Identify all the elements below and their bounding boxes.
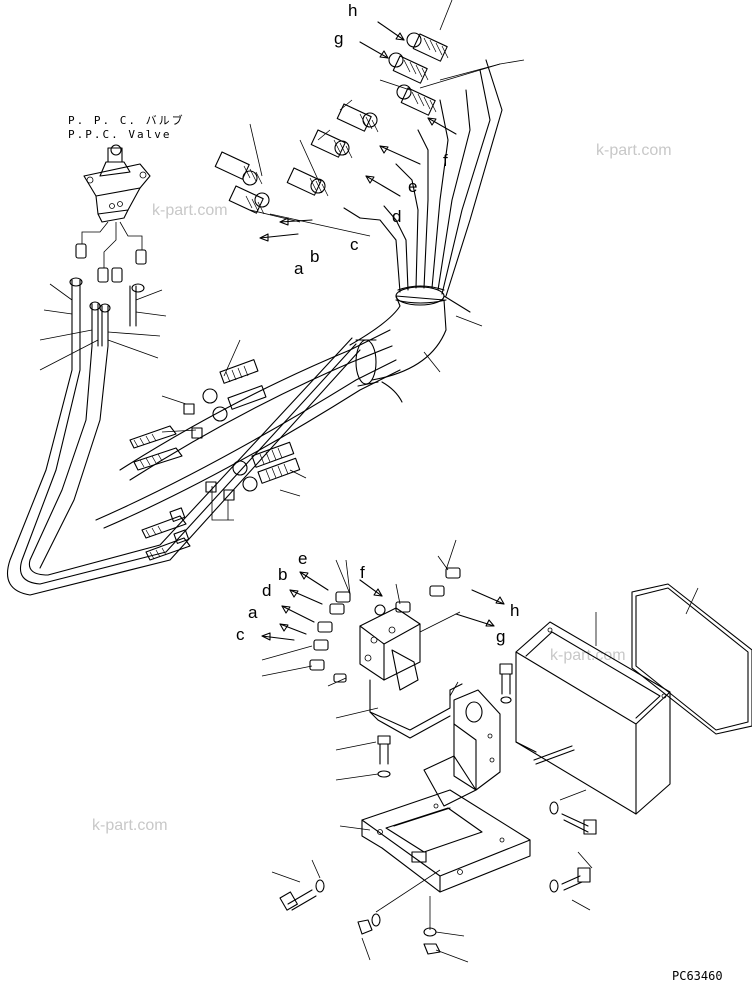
label-g-upper: g xyxy=(334,29,343,48)
bolt-lower-left xyxy=(271,859,325,911)
ppc-hose-bundle-left xyxy=(6,309,361,596)
bolt-washer-mid xyxy=(335,735,391,781)
main-hose-harness xyxy=(95,329,401,529)
watermark-mid-right: k-part.com xyxy=(550,647,626,664)
label-h-lower: h xyxy=(510,601,519,620)
label-d-lower: d xyxy=(262,581,271,600)
label-f-lower: f xyxy=(360,563,365,582)
upper-direction-arrows xyxy=(259,21,457,242)
valve-elbow-fittings xyxy=(75,243,147,283)
drawing-code: PC63460 xyxy=(672,969,723,983)
ppc-valve-label-en: P.P.C. Valve xyxy=(68,128,171,141)
label-b-lower: b xyxy=(278,565,287,584)
bolt-box-top xyxy=(499,663,513,704)
cover-panel xyxy=(631,583,752,735)
ppc-valve xyxy=(83,144,151,223)
valve-block xyxy=(359,607,421,691)
block-fittings xyxy=(309,567,461,683)
label-a-upper: a xyxy=(294,259,304,278)
upper-hose-bundle xyxy=(359,59,503,297)
watermark-top-left: k-part.com xyxy=(152,202,228,219)
label-a-lower: a xyxy=(248,603,258,622)
mounting-bracket xyxy=(335,679,463,739)
middle-hose-fittings xyxy=(129,359,301,561)
label-c-lower: c xyxy=(236,625,245,644)
upper-hose-end-fittings xyxy=(214,32,449,215)
bottom-nuts-washers xyxy=(357,869,469,963)
label-b-upper: b xyxy=(310,247,319,266)
bolts-right xyxy=(549,789,597,911)
electrical-box xyxy=(515,612,671,815)
watermark-top-right: k-part.com xyxy=(596,142,672,159)
label-g-lower: g xyxy=(496,627,505,646)
upright-plate xyxy=(423,681,501,807)
watermark-bottom-left: k-part.com xyxy=(92,817,168,834)
label-e-lower: e xyxy=(298,549,307,568)
valve-hoses xyxy=(69,277,145,347)
label-d-upper: d xyxy=(392,207,401,226)
base-plate xyxy=(339,789,531,893)
label-f-upper: f xyxy=(443,151,448,170)
label-c-upper: c xyxy=(350,235,359,254)
label-h-upper: h xyxy=(348,1,357,20)
upper-clamp xyxy=(381,285,471,403)
lower-direction-arrows xyxy=(261,571,505,641)
label-e-upper: e xyxy=(408,177,417,196)
ppc-valve-label-jp: P. P. C. バルブ xyxy=(68,113,185,127)
